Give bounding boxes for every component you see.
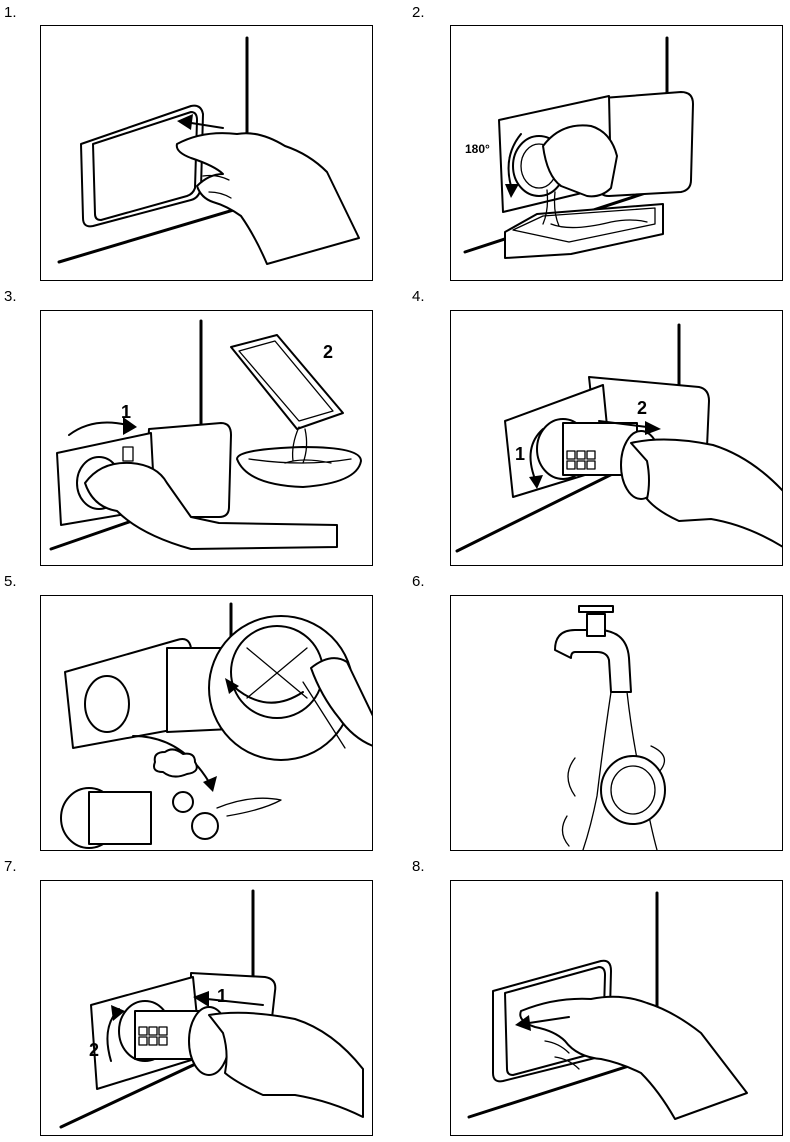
knob-tab [123,447,133,461]
rotation-arc [69,423,127,435]
step-3-label-2: 2 [323,343,333,361]
step-2-illustration: 180° [450,25,783,281]
clean-pump-drawing [41,596,373,851]
rinse-filter-drawing [451,596,783,851]
paper-clip [217,798,281,816]
step-1-illustration [40,25,373,281]
step-4-number: 4. [412,288,425,306]
service-flap-door [93,112,197,220]
bowl [237,447,361,487]
coin [173,792,193,812]
step-3-label-1: 1 [121,403,131,421]
turn-filter-drawing [451,26,783,281]
water-container [505,204,663,258]
step-6-illustration [450,595,783,851]
step-7-label-2: 2 [89,1041,99,1059]
tap-spout [555,630,631,692]
lint-fluff [154,749,197,776]
step-3-number: 3. [4,288,17,306]
arrow-down-icon [203,776,217,792]
step-8-illustration [450,880,783,1136]
step-7-number: 7. [4,858,17,876]
button [192,813,218,839]
step-5-illustration [40,595,373,851]
step-5-number: 5. [4,573,17,591]
hand [631,439,783,547]
close-flap-drawing [451,881,783,1136]
filter-body [89,792,151,844]
step-4-label-2: 2 [637,399,647,417]
step-3-illustration: 1 2 [40,310,373,566]
remove-filter-drawing [451,311,783,566]
step-2-number: 2. [412,4,425,22]
step-8-number: 8. [412,858,425,876]
step-6-number: 6. [412,573,425,591]
step-7-illustration: 1 2 [40,880,373,1136]
tap-valve [587,614,605,636]
tap-handle [579,606,613,612]
hand [209,1013,363,1117]
reinsert-filter-drawing [41,881,373,1136]
step-7-label-1: 1 [217,987,227,1005]
step-4-label-1: 1 [515,445,525,463]
step-2-label-180: 180° [465,140,490,158]
step-4-illustration: 1 2 [450,310,783,566]
step-1-number: 1. [4,4,17,22]
hand [177,133,359,264]
pump-opening [85,676,129,732]
pump-impeller [231,626,323,718]
open-flap-drawing [41,26,373,281]
